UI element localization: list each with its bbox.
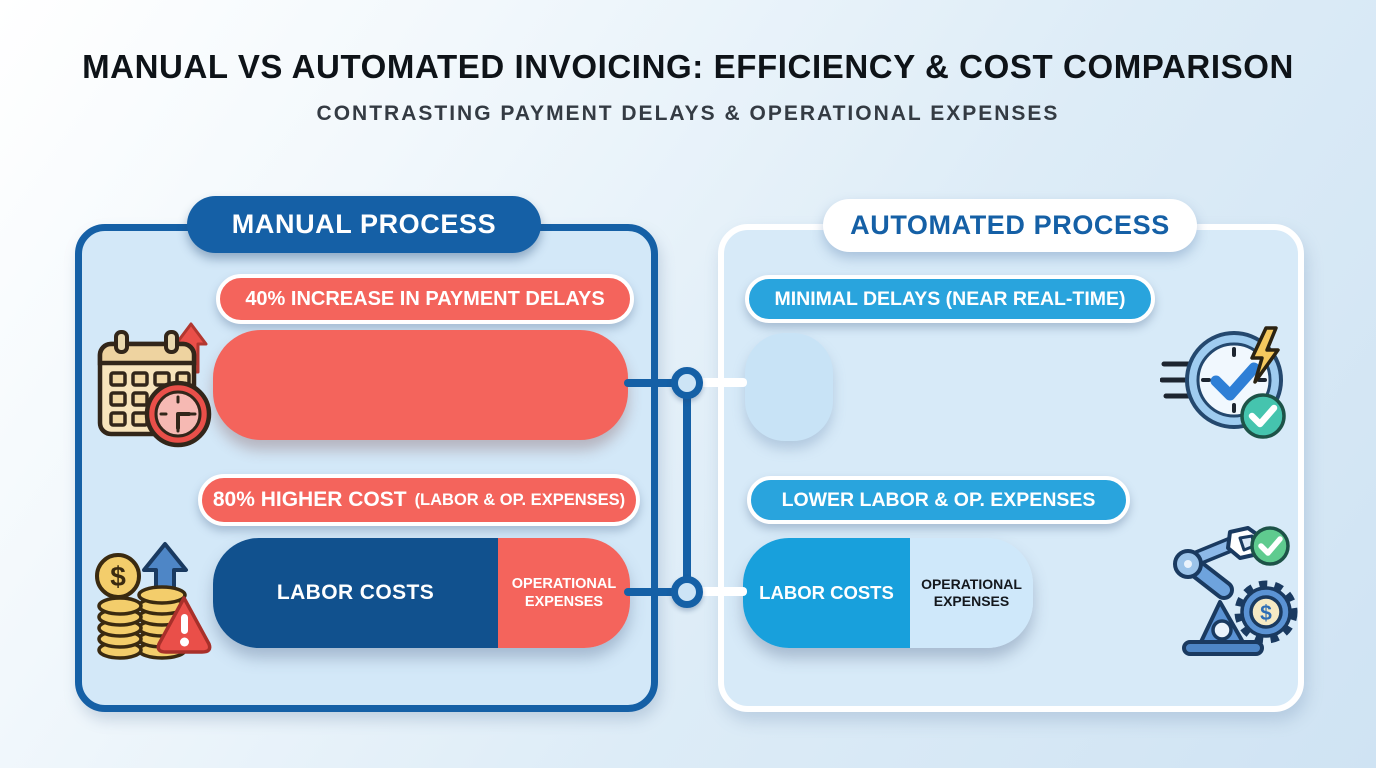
automated-process-header: AUTOMATED PROCESS: [823, 199, 1197, 252]
connector-node-delay: [671, 367, 703, 399]
connector-line-delay-left: [624, 379, 682, 387]
coins-warning-rising-arrow-icon: $: [95, 542, 212, 660]
manual-labor-segment: LABOR COSTS: [213, 538, 498, 648]
automated-opex-segment: OPERATIONAL EXPENSES: [910, 538, 1033, 648]
page-subtitle: CONTRASTING PAYMENT DELAYS & OPERATIONAL…: [316, 102, 1060, 125]
manual-delay-bar: [213, 330, 628, 440]
automated-delay-bar: [745, 333, 833, 441]
automated-delay-badge: MINIMAL DELAYS (NEAR REAL-TIME): [745, 275, 1155, 323]
page-title: MANUAL VS AUTOMATED INVOICING: EFFICIENC…: [82, 48, 1294, 85]
automated-cost-bar: LABOR COSTS OPERATIONAL EXPENSES: [743, 538, 1033, 648]
manual-cost-badge-main: 80% HIGHER COST: [212, 488, 407, 511]
automated-cost-badge: LOWER LABOR & OP. EXPENSES: [747, 476, 1130, 524]
connector-node-cost: [671, 576, 703, 608]
manual-cost-badge-note: (LABOR & OP. EXPENSES): [414, 490, 626, 509]
manual-process-header: MANUAL PROCESS: [187, 196, 541, 253]
robot-arm-gear-dollar-icon: $: [1173, 526, 1298, 656]
automated-labor-segment: LABOR COSTS: [743, 538, 910, 648]
fast-clock-lightning-check-icon: [1160, 326, 1286, 439]
connector-line-cost-right: [694, 587, 747, 596]
connector-line-vertical: [683, 383, 691, 593]
manual-cost-bar: LABOR COSTS OPERATIONAL EXPENSES: [213, 538, 630, 648]
manual-opex-segment: OPERATIONAL EXPENSES: [498, 538, 630, 648]
manual-delay-badge: 40% INCREASE IN PAYMENT DELAYS: [216, 274, 634, 324]
calendar-clock-rising-arrow-icon: [97, 322, 212, 448]
manual-cost-badge: 80% HIGHER COST (LABOR & OP. EXPENSES): [198, 474, 640, 526]
connector-line-delay-right: [694, 378, 747, 387]
svg-text:$: $: [1260, 602, 1272, 625]
svg-text:$: $: [110, 561, 126, 592]
connector-line-cost-left: [624, 588, 682, 596]
